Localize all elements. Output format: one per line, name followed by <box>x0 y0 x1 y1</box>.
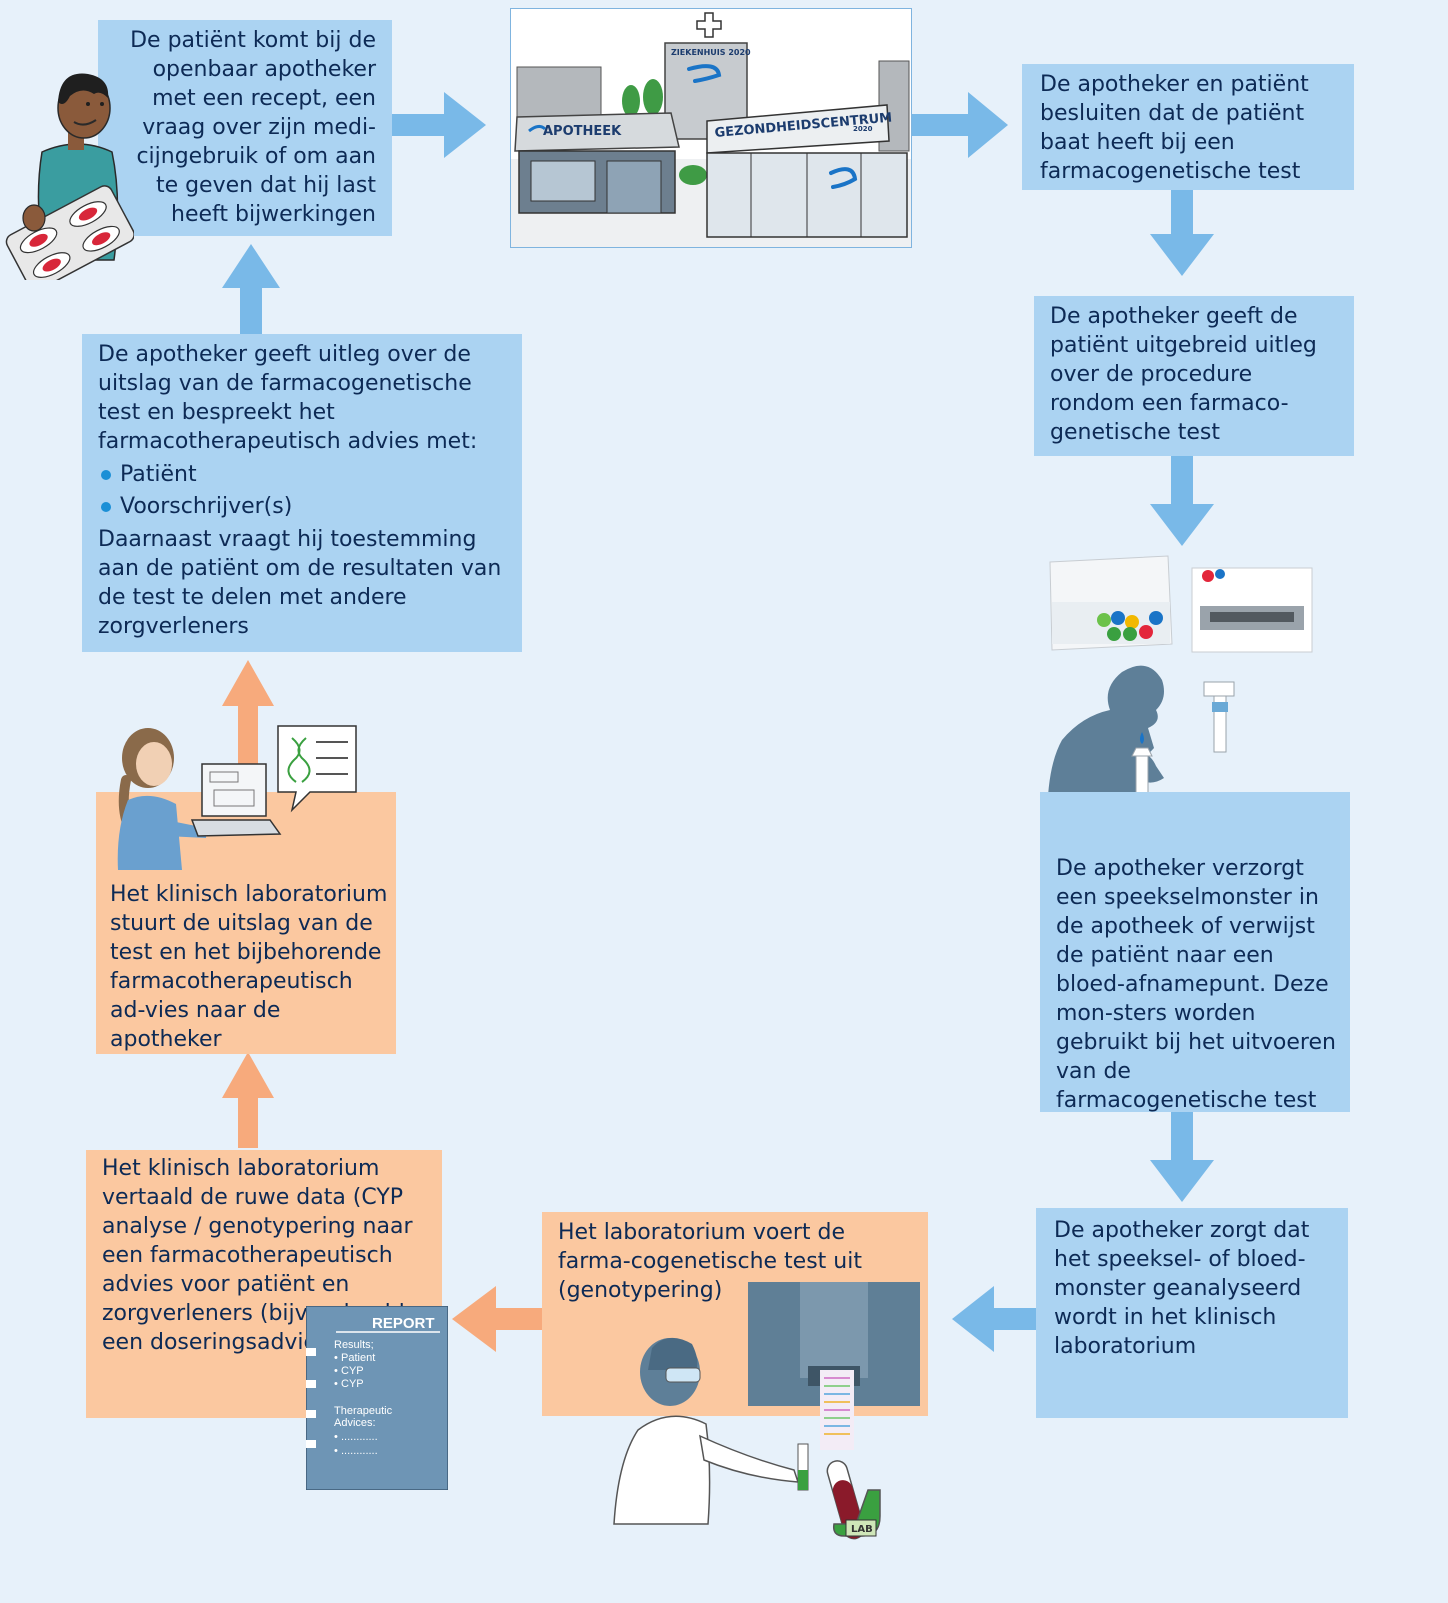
step-9-outro: Daarnaast vraagt hij toestemming aan de … <box>98 527 502 639</box>
report-advices-label: Advices: <box>334 1417 376 1429</box>
step-lab-sends-results: Het klinisch laboratorium stuurt de uits… <box>96 792 396 1054</box>
step-3-text: De apotheker geeft de patiënt uitgebreid… <box>1050 304 1317 445</box>
arrow-building-to-step2 <box>912 92 1008 158</box>
arrow-step9-to-step1 <box>222 244 280 334</box>
arrow-step3-to-step4 <box>1150 456 1214 546</box>
step-5-text: De apotheker zorgt dat het speeksel- of … <box>1054 1218 1310 1359</box>
svg-text:•: • <box>334 1352 338 1364</box>
bullet-item-patient: Patiënt <box>98 460 508 489</box>
arrow-step8-to-step9 <box>222 660 274 792</box>
lab-scientist-illustration: LAB <box>613 1337 881 1540</box>
step-decide-test: De apotheker en patiënt besluiten dat de… <box>1022 64 1354 190</box>
report-document-icon: REPORT Results; • Patient • CYP • CYP Th… <box>306 1306 448 1490</box>
step-pharmacist-explains-results: De apotheker geeft uitleg over de uitsla… <box>82 334 522 652</box>
lab-label: LAB <box>851 1524 873 1535</box>
report-result-item: CYP <box>341 1378 364 1390</box>
pharmacy-sign: APOTHEEK <box>543 124 622 139</box>
step-send-to-lab: De apotheker zorgt dat het speeksel- of … <box>1036 1208 1348 1418</box>
lab-machine-illustration <box>748 1282 920 1450</box>
lab-worker-laptop-illustration <box>117 725 357 870</box>
svg-text:•: • <box>334 1431 338 1443</box>
step-8-text: Het klinisch laboratorium stuurt de uits… <box>110 882 388 1052</box>
step-patient-visits-pharmacy: De patiënt komt bij de openbaar apotheke… <box>98 20 392 236</box>
report-result-item: CYP <box>341 1365 364 1377</box>
healthcare-buildings-illustration: ZIEKENHUIS 2020 APOTHEEK GEZONDHEIDSCENT… <box>510 8 912 248</box>
arrow-step5-to-step6 <box>952 1286 1036 1352</box>
step-collect-sample: De apotheker verzorgt een speekselmonste… <box>1040 792 1350 1113</box>
arrow-step1-to-building <box>392 92 486 158</box>
step-explain-procedure: De apotheker geeft de patiënt uitgebreid… <box>1034 296 1354 456</box>
report-advices-label: Therapeutic <box>334 1405 393 1417</box>
pill-blister-icon <box>5 185 134 280</box>
step-6-text: Het laboratorium voert de farma-cogeneti… <box>558 1220 862 1303</box>
arrow-step7-to-step8 <box>222 1052 274 1148</box>
arrow-step6-to-step7 <box>452 1286 544 1352</box>
arrow-step2-to-step3 <box>1150 190 1214 276</box>
svg-text:•: • <box>334 1378 338 1390</box>
step-9-intro: De apotheker geeft uitleg over de uitsla… <box>98 342 478 454</box>
step-1-text: De patiënt komt bij de openbaar apotheke… <box>130 28 376 227</box>
patient-illustration <box>5 73 134 280</box>
step-4-text: De apotheker verzorgt een speekselmonste… <box>1056 856 1336 1113</box>
arrow-step4-to-step5 <box>1150 1112 1214 1202</box>
year-sign: 2020 <box>853 125 873 133</box>
report-result-item: Patient <box>341 1352 375 1364</box>
bullet-item-prescriber: Voorschrijver(s) <box>98 492 508 521</box>
svg-text:•: • <box>334 1365 338 1377</box>
hospital-sign: ZIEKENHUIS 2020 <box>671 48 751 57</box>
svg-text:•: • <box>334 1445 338 1457</box>
report-advice-placeholder: ............ <box>341 1445 378 1457</box>
report-results-label: Results; <box>334 1339 374 1351</box>
step-9-bullet-list: Patiënt Voorschrijver(s) <box>98 460 508 521</box>
report-advice-placeholder: ............ <box>341 1431 378 1443</box>
step-2-text: De apotheker en patiënt besluiten dat de… <box>1040 72 1309 184</box>
report-title: REPORT <box>372 1315 435 1332</box>
